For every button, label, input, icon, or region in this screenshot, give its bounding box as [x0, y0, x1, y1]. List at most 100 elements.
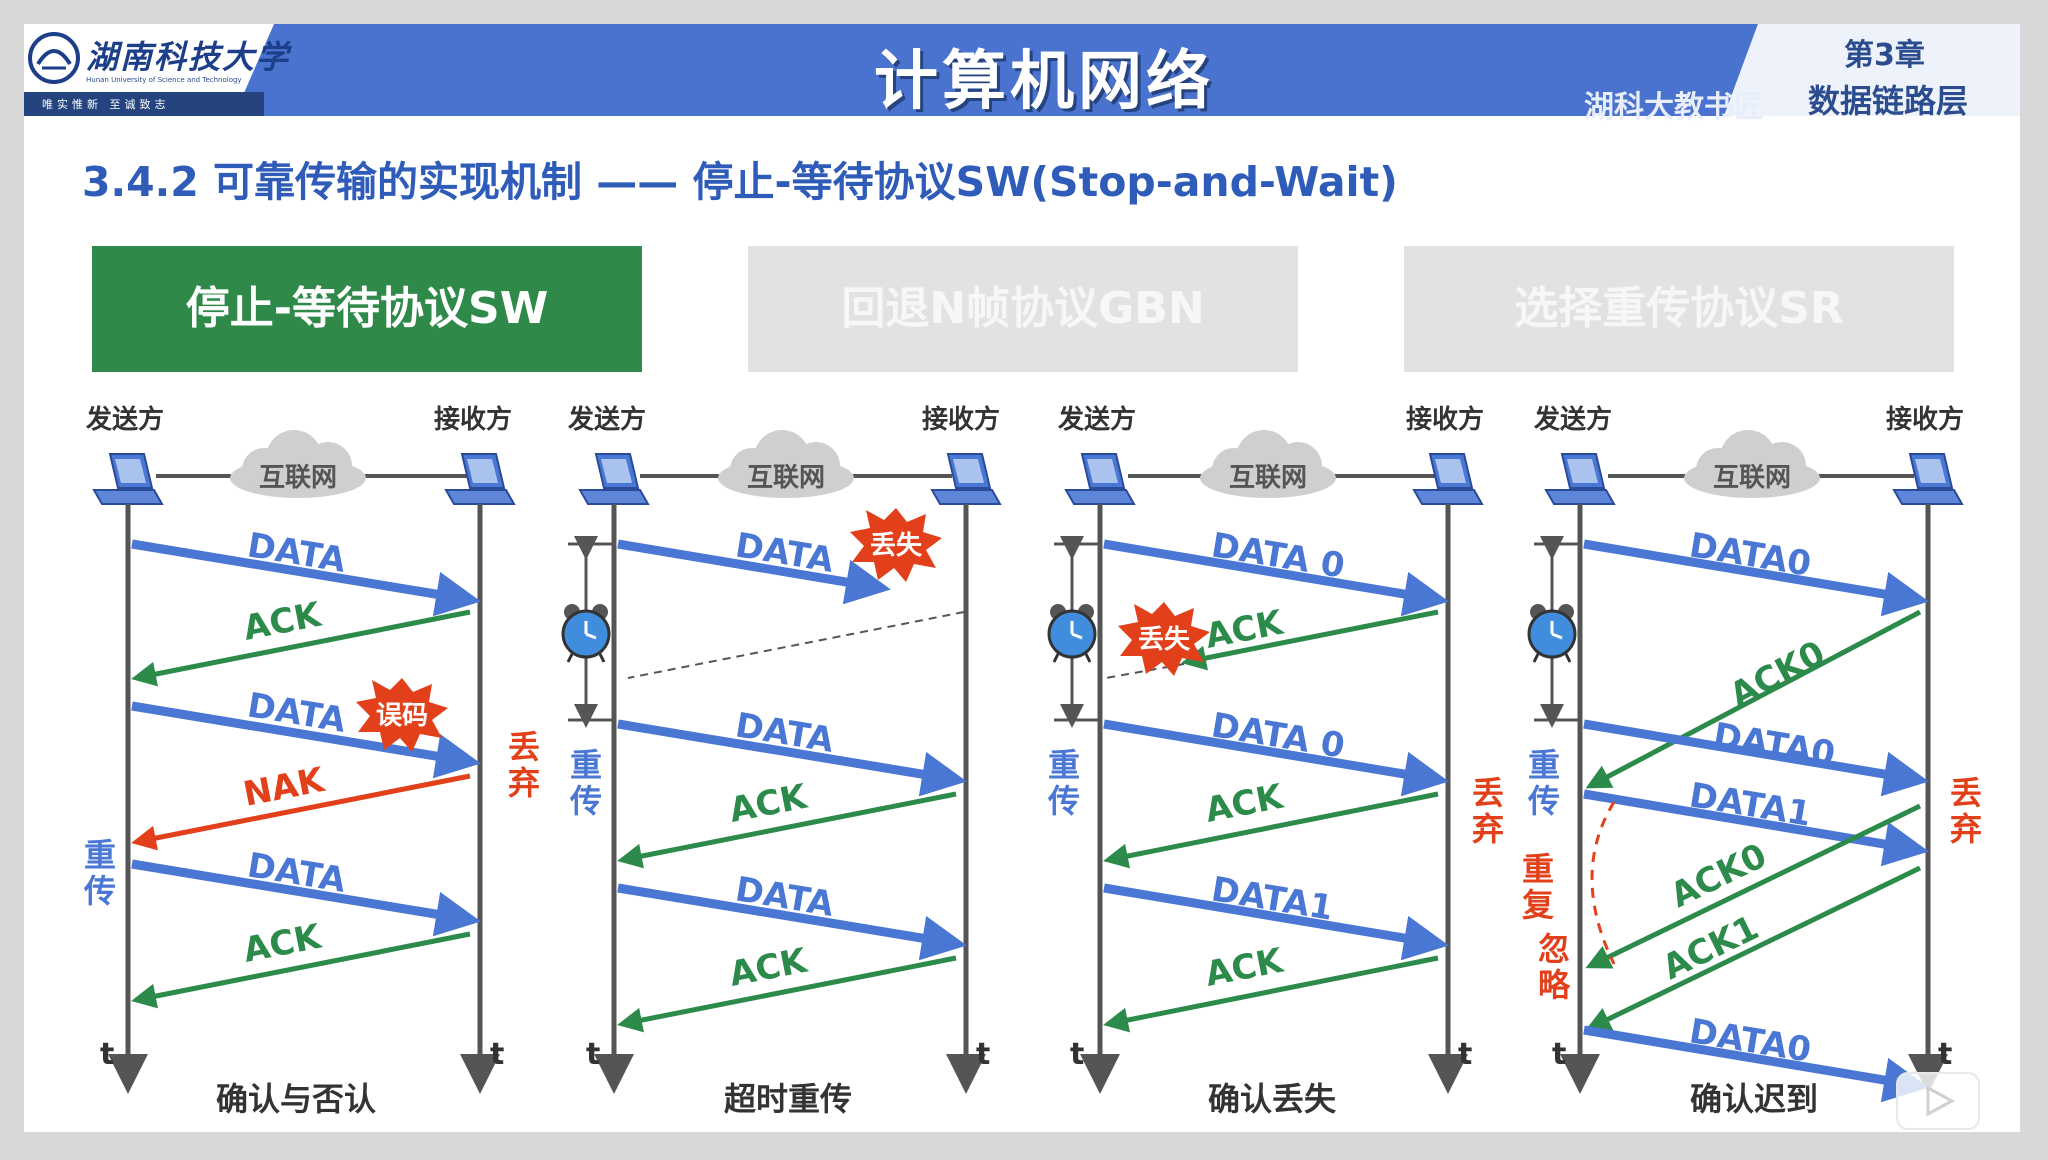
s2-caption: 超时重传: [724, 1080, 852, 1118]
s4-ack1-arrow: [1585, 865, 1922, 1031]
s4-data-arrow-3: [1583, 789, 1929, 867]
s3-receiver-laptop-icon: [1413, 453, 1483, 505]
slide: 湖南科技大学 Hunan University of Science and T…: [24, 24, 2020, 1132]
s2-sender-label: 发送方: [567, 404, 646, 435]
scenario-ack-lost: 发送方 接收方 互联网 t t DATA 0 ACK 丢失 重 传: [1047, 404, 1504, 1118]
s4-timer-clock-icon: [1527, 602, 1577, 664]
s3-ack-label-1: ACK: [1202, 776, 1287, 830]
university-logo: 湖南科技大学 Hunan University of Science and T…: [24, 24, 304, 116]
s4-data-arrow-4: [1583, 1025, 1929, 1103]
scenario-timeout-retransmit: 发送方 接收方 互联网 t t DATA 丢失 重 传 DATA: [561, 404, 1001, 1118]
s3-receiver-t: t: [1458, 1037, 1472, 1072]
section-title: 3.4.2 可靠传输的实现机制 —— 停止-等待协议SW(Stop-and-Wa…: [82, 158, 1398, 206]
s2-data-arrow-lost: [617, 539, 891, 605]
s2-sender-t: t: [586, 1037, 600, 1072]
s3-ack-arrow-1: [1103, 791, 1439, 869]
s2-data-arrow-2: [617, 719, 967, 797]
watermark: 湖科大教书匠: [1584, 90, 1764, 125]
s4-ack0-late-arrow: [1585, 609, 1922, 789]
s1-data-label-3: DATA: [245, 845, 350, 901]
s2-data-label-3: DATA: [733, 869, 838, 925]
s4-dup-1: 重: [1522, 850, 1554, 888]
play-icon: [1926, 1085, 1956, 1117]
s2-retransmit-2: 传: [569, 782, 602, 820]
s4-ignore-1: 忽: [1538, 930, 1570, 968]
s1-sender-label: 发送方: [85, 404, 164, 435]
s3-ack-label-2: ACK: [1202, 940, 1287, 994]
s3-ack-arrow-2: [1103, 955, 1439, 1033]
s4-caption: 确认迟到: [1690, 1080, 1818, 1118]
s2-sender-laptop-icon: [579, 453, 649, 505]
header-banner: [24, 24, 2020, 116]
s2-timer-clock-icon: [561, 602, 611, 664]
s1-discard-2: 弃: [508, 764, 540, 802]
s1-caption: 确认与否认: [216, 1080, 376, 1118]
tab-go-back-n[interactable]: 回退N帧协议GBN: [748, 246, 1298, 372]
s3-data-arrow-2: [1103, 719, 1449, 797]
scenario-ack-late: 发送方 接收方 互联网 t t DATA0 ACK0 重 传 DATA0 DA: [1522, 404, 1982, 1118]
s1-nak-arrow: [131, 773, 471, 851]
s4-sender-laptop-icon: [1545, 453, 1615, 505]
s1-receiver-laptop-icon: [445, 453, 515, 505]
s4-receiver-laptop-icon: [1893, 453, 1963, 505]
s4-sender-label: 发送方: [1533, 404, 1612, 435]
s4-ack0-dup-arrow: [1585, 803, 1922, 969]
s3-data-arrow-1: [1103, 539, 1449, 617]
s4-ack1-label: ACK1: [1656, 908, 1765, 988]
s4-ignore-bracket: [1590, 801, 1616, 965]
s2-lost-badge: 丢失: [870, 531, 923, 561]
s2-receiver-laptop-icon: [931, 453, 1001, 505]
s4-ignore-2: 略: [1538, 966, 1571, 1004]
s2-retransmit-1: 重: [570, 746, 602, 784]
s3-sender-label: 发送方: [1057, 404, 1136, 435]
university-motto: 唯实惟新 至诚致志: [42, 98, 170, 111]
s1-retransmit-1: 重: [84, 836, 116, 874]
s4-retransmit-2: 传: [1527, 782, 1560, 820]
chapter-number: 第3章: [1844, 38, 1925, 73]
s3-sender-laptop-icon: [1065, 453, 1135, 505]
s1-ack-arrow-2: [131, 931, 471, 1009]
s2-internet-label: 互联网: [747, 463, 825, 493]
tab-selective-repeat[interactable]: 选择重传协议SR: [1404, 246, 1954, 372]
s3-retransmit-2: 传: [1047, 782, 1080, 820]
s1-sender-t: t: [100, 1037, 114, 1072]
s2-data-label-1: DATA: [733, 525, 838, 581]
s1-data-arrow-2: [131, 701, 481, 779]
video-play-button[interactable]: [1896, 1072, 1980, 1130]
scenario-confirm-and-deny: 发送方 接收方 互联网 t t DATA ACK DATA 误码 丢 弃 NAK…: [83, 404, 540, 1118]
university-en-name: Hunan University of Science and Technolo…: [86, 76, 242, 84]
s1-sender-laptop-icon: [93, 453, 163, 505]
s2-receiver-label: 接收方: [922, 404, 1000, 435]
s3-discard-1: 丢: [1472, 774, 1504, 812]
s3-ack-lost-label: ACK: [1202, 602, 1287, 656]
s4-receiver-label: 接收方: [1886, 404, 1964, 435]
s2-data-label-2: DATA: [733, 705, 838, 761]
s2-receiver-t: t: [976, 1037, 990, 1072]
s1-receiver-t: t: [490, 1037, 504, 1072]
s1-data-arrow-3: [131, 859, 481, 937]
s3-lost-badge: 丢失: [1138, 625, 1191, 655]
protocol-diagrams: 发送方 接收方 互联网 t t DATA ACK DATA 误码 丢 弃 NAK…: [83, 404, 1982, 1118]
s1-data-label-2: DATA: [245, 685, 350, 741]
s3-timer-clock-icon: [1047, 602, 1097, 664]
chapter-subtitle: 数据链路层: [1808, 82, 1969, 120]
s3-data-arrow-3: [1103, 883, 1449, 961]
s2-ack-arrow-1: [617, 791, 957, 869]
s1-error-badge: 误码: [376, 701, 428, 731]
s4-retransmit-1: 重: [1528, 746, 1560, 784]
s3-retransmit-1: 重: [1048, 746, 1080, 784]
s4-discard-1: 丢: [1950, 774, 1982, 812]
s4-internet-label: 互联网: [1713, 463, 1791, 493]
s4-data-arrow-2: [1583, 719, 1929, 797]
s3-sender-t: t: [1070, 1037, 1084, 1072]
s4-data-arrow-1: [1583, 539, 1929, 617]
s4-ack0-late-label: ACK0: [1723, 633, 1831, 716]
s3-internet-label: 互联网: [1229, 463, 1307, 493]
s3-ack-lost-arrow: [1181, 609, 1439, 671]
s1-data-arrow-1: [131, 539, 481, 617]
s4-dup-2: 复: [1522, 886, 1554, 924]
s1-internet-label: 互联网: [259, 463, 337, 493]
s3-receiver-label: 接收方: [1406, 404, 1484, 435]
tab-stop-and-wait[interactable]: 停止-等待协议SW: [92, 246, 642, 372]
s4-sender-t: t: [1552, 1037, 1566, 1072]
